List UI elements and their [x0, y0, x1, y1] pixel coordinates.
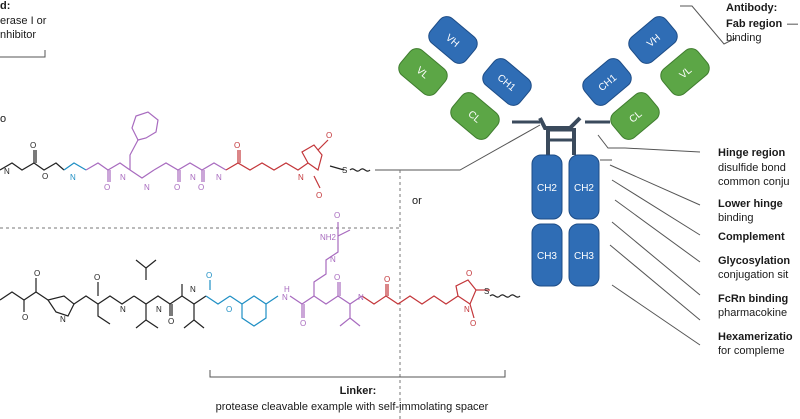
atom-label: N — [298, 173, 304, 182]
lower-molecule — [0, 222, 521, 329]
atom-label: O — [34, 269, 40, 278]
upper-molecule — [0, 111, 371, 189]
label-ch2-right: CH2 — [574, 183, 594, 194]
hinge-stems — [546, 128, 576, 155]
payload-bracket — [0, 50, 46, 58]
atom-label: N — [156, 305, 162, 314]
payload-desc-line1: erase I or — [0, 15, 47, 27]
atom-label: O — [198, 183, 204, 192]
annotation-glycosylation-line1: conjugation sit — [718, 269, 788, 281]
annotation-glycosylation-title: Glycosylation — [718, 255, 790, 267]
atom-label: O — [174, 183, 180, 192]
domain-vl-right — [660, 48, 710, 96]
annotation-fcrn-line1: pharmacokine — [718, 307, 787, 319]
annotation-complement-title: Complement — [718, 231, 785, 243]
antibody — [398, 16, 710, 287]
atom-label: O — [30, 141, 36, 150]
upper-connector — [375, 124, 541, 171]
atom-label: O — [234, 141, 240, 150]
hinge-upper — [538, 116, 582, 130]
atom-label: N — [282, 293, 288, 302]
left-arm — [398, 16, 532, 140]
or-label: or — [412, 195, 422, 207]
annotation-fcrn-title: FcRn binding — [718, 293, 788, 305]
antibody-title: Antibody: — [726, 2, 777, 14]
atom-label: O — [300, 319, 306, 328]
atom-label: O — [104, 183, 110, 192]
dashed-box — [0, 227, 401, 419]
atom-label: O — [206, 271, 212, 280]
atom-label: O — [168, 317, 174, 326]
atom-label: O — [316, 191, 322, 200]
label-ch3-right: CH3 — [574, 251, 594, 262]
atom-label: N — [120, 305, 126, 314]
annotation-lower-hinge-title: Lower hinge — [718, 198, 783, 210]
atom-label: NH2 — [320, 233, 337, 242]
atom-label: N — [190, 285, 196, 294]
annotation-hinge-title: Hinge region — [718, 147, 786, 159]
atom-label: H — [284, 285, 290, 294]
annotation-hinge-line1: disulfide bond — [718, 162, 786, 174]
linker-description: protease cleavable example with self-imm… — [216, 401, 489, 413]
linker-title: Linker: — [340, 385, 377, 397]
atom-label: N — [60, 315, 66, 324]
domain-vh-left — [428, 16, 478, 64]
fab-bracket — [680, 5, 737, 45]
atom-label: O — [22, 313, 28, 322]
payload-desc-line2: nhibitor — [0, 29, 36, 41]
atom-label: N — [4, 167, 10, 176]
domain-ch3-left — [531, 223, 563, 287]
atom-label: N — [464, 305, 470, 314]
domain-vl-left — [398, 48, 448, 96]
domain-ch2-left — [531, 154, 563, 220]
label-ch3-left: CH3 — [537, 251, 557, 262]
annotation-hexamerization-title: Hexamerizatio — [718, 331, 793, 343]
atom-label: N — [120, 173, 126, 182]
fab-label: Fab region — [726, 18, 783, 30]
label-ch2-left: CH2 — [537, 183, 557, 194]
domain-cl-left — [450, 92, 500, 140]
atom-label: N — [70, 173, 76, 182]
atom-label: O — [466, 269, 472, 278]
atom-label: O — [226, 305, 232, 314]
atom-label: N — [144, 183, 150, 192]
domain-cl-right — [610, 92, 660, 140]
domain-ch3-right — [568, 223, 600, 287]
atom-label: N — [330, 255, 336, 264]
atom-label: O — [384, 275, 390, 284]
annotation-hexamerization-line1: for compleme — [718, 345, 785, 357]
atom-label: O — [42, 172, 48, 181]
domain-ch1-left — [482, 58, 532, 106]
right-arm — [582, 16, 710, 140]
domain-vh-right — [628, 16, 678, 64]
atom-label: O — [94, 273, 100, 282]
annotation-connectors — [597, 134, 701, 346]
atom-label: N — [358, 293, 364, 302]
atom-label: N — [190, 173, 196, 182]
payload-title: d: — [0, 0, 10, 12]
svg-text:—: — — [787, 18, 798, 30]
fab-description: binding — [726, 32, 761, 44]
atom-label: O — [326, 131, 332, 140]
atom-label: O — [470, 319, 476, 328]
payload-fragment: o — [0, 113, 6, 125]
atom-label: N — [216, 173, 222, 182]
domain-ch1-right — [582, 58, 632, 106]
disulfide-bonds — [548, 128, 574, 142]
atom-label: O — [334, 273, 340, 282]
linker-bracket — [209, 370, 506, 378]
atom-label: S — [342, 166, 347, 175]
annotation-lower-hinge-line1: binding — [718, 212, 753, 224]
annotation-hinge-line2: common conju — [718, 176, 790, 188]
atom-label: O — [334, 211, 340, 220]
atom-label: S — [484, 287, 489, 296]
domain-ch2-right — [568, 154, 600, 220]
